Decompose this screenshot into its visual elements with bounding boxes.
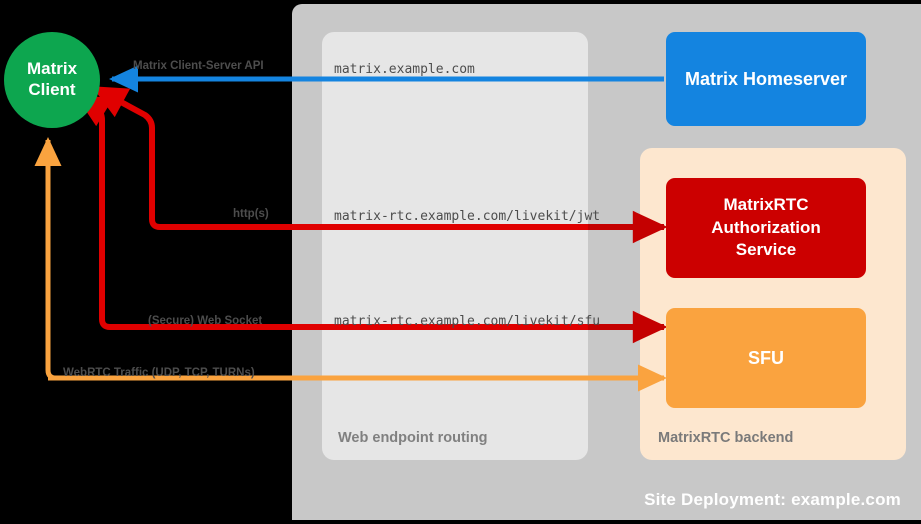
node-matrix-client[interactable]: Matrix Client	[4, 32, 100, 128]
edge-http-jwt	[91, 85, 668, 244]
node-matrix-homeserver[interactable]: Matrix Homeserver	[666, 32, 866, 126]
sfu-label: SFU	[748, 347, 784, 368]
edge-webrtc-traffic	[34, 136, 668, 392]
auth-service-label-line2: Authorization	[711, 217, 821, 237]
edge-label-secure-web-socket: (Secure) Web Socket	[148, 315, 263, 327]
edge-label-webrtc-traffic: WebRTC Traffic (UDP, TCP, TURNs)	[63, 367, 255, 379]
url-label-livekit-jwt: matrix-rtc.example.com/livekit/jwt	[334, 209, 601, 224]
matrix-client-label-line1: Matrix	[26, 59, 78, 79]
web-endpoint-routing-container: Web endpoint routing	[322, 32, 588, 460]
url-label-livekit-sfu: matrix-rtc.example.com/livekit/sfu	[334, 314, 601, 329]
edge-label-matrix-client-server-api: Matrix Client-Server API	[133, 60, 264, 72]
matrix-homeserver-label: Matrix Homeserver	[684, 68, 848, 89]
edge-label-http-s: http(s)	[233, 208, 269, 220]
web-endpoint-routing-label: Web endpoint routing	[338, 430, 488, 446]
node-matrixrtc-authorization-service[interactable]: MatrixRTC Authorization Service	[666, 178, 866, 278]
auth-service-label-line1: MatrixRTC	[723, 195, 809, 215]
matrix-client-label-line2: Client	[28, 80, 76, 99]
matrixrtc-backend-label: MatrixRTC backend	[658, 430, 794, 446]
site-deployment-label: Site Deployment: example.com	[644, 490, 901, 509]
node-sfu[interactable]: SFU	[666, 308, 866, 408]
edge-secure-web-socket	[74, 93, 668, 344]
auth-service-label-line3: Service	[735, 240, 797, 260]
url-label-matrix-example-com: matrix.example.com	[334, 62, 475, 77]
